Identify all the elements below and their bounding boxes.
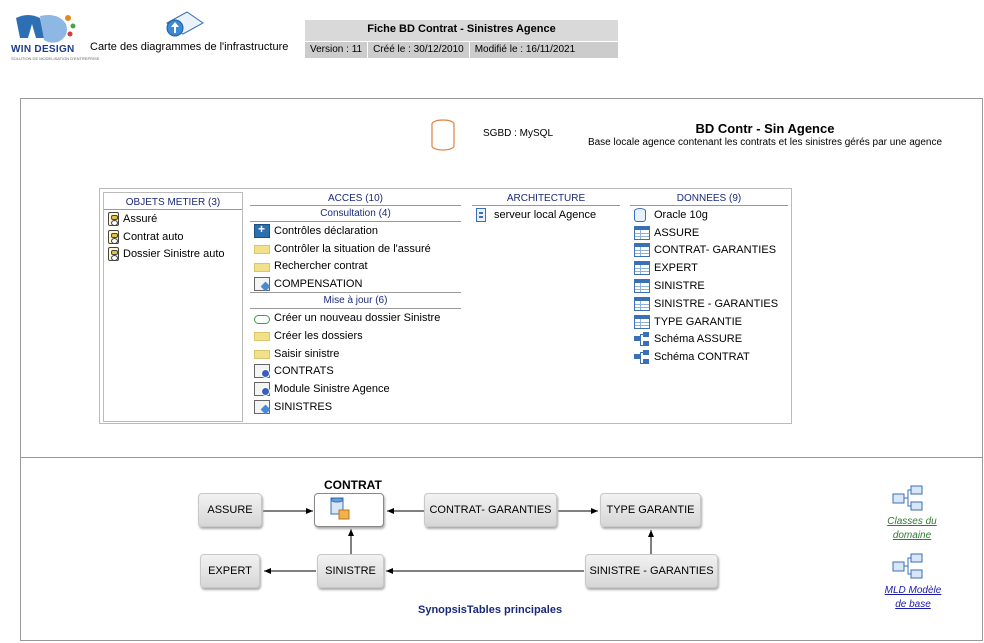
donnees-column: DONNEES (9) Oracle 10g ASSURE CONTRAT- G… [630, 189, 788, 366]
form-icon [254, 276, 270, 291]
list-item[interactable]: Contrôles déclaration [250, 222, 461, 240]
objets-metier-column: OBJETS METIER (3) Assuré Contrat auto Do… [103, 192, 243, 422]
list-item[interactable]: EXPERT [630, 259, 788, 277]
database-content-grid: OBJETS METIER (3) Assuré Contrat auto Do… [99, 188, 792, 424]
list-item[interactable]: TYPE GARANTIE [630, 313, 788, 331]
list-item[interactable]: Oracle 10g [630, 206, 788, 224]
donnees-header: DONNEES (9) [630, 189, 788, 206]
business-object-icon [108, 211, 119, 226]
fiche-header: Fiche BD Contrat - Sinistres Agence Vers… [305, 20, 618, 58]
folder-icon [254, 350, 270, 360]
list-item[interactable]: CONTRAT- GARANTIES [630, 242, 788, 260]
list-item[interactable]: Schéma CONTRAT [630, 348, 788, 366]
list-item[interactable]: SINISTRE [630, 277, 788, 295]
acces-column: ACCES (10) Consultation (4) Contrôles dé… [250, 189, 461, 416]
list-item[interactable]: Créer les dossiers [250, 327, 461, 345]
list-item[interactable]: Créer un nouveau dossier Sinistre [250, 309, 461, 327]
list-item[interactable]: Dossier Sinistre auto [104, 246, 242, 264]
expert-node[interactable]: EXPERT [200, 554, 260, 588]
logo-subtext: SOLUTION DE MODELISATION D'ENTREPRISE [11, 56, 100, 61]
architecture-header: ARCHITECTURE [472, 189, 620, 206]
consultation-header: Consultation (4) [250, 206, 461, 222]
synopsis-panel [20, 457, 983, 641]
form-icon [254, 400, 270, 415]
map-up-arrow-icon[interactable] [163, 11, 205, 39]
assure-node[interactable]: ASSURE [198, 493, 262, 527]
list-item[interactable]: SINISTRE - GARANTIES [630, 295, 788, 313]
list-item[interactable]: serveur local Agence [472, 206, 620, 224]
fiche-title: Fiche BD Contrat - Sinistres Agence [367, 23, 556, 35]
type-garantie-node[interactable]: TYPE GARANTIE [600, 493, 701, 527]
list-item[interactable]: Rechercher contrat [250, 258, 461, 276]
table-icon [634, 314, 650, 329]
database-title: BD Contr - Sin Agence [695, 121, 835, 136]
list-item[interactable]: CONTRATS [250, 363, 461, 381]
schema-icon [634, 332, 650, 347]
list-item[interactable]: COMPENSATION [250, 275, 461, 294]
data-model-icon[interactable] [892, 552, 924, 582]
windesign-logo [16, 15, 76, 43]
architecture-column: ARCHITECTURE serveur local Agence [472, 189, 620, 224]
fiche-meta: Version : 11 Créé le : 30/12/2010 Modifi… [305, 41, 618, 58]
objets-metier-header: OBJETS METIER (3) [104, 193, 242, 210]
business-object-icon [108, 229, 119, 244]
folder-icon [254, 262, 270, 272]
mld-modele-de-base-link[interactable]: MLD Modèle de base [884, 585, 942, 610]
folder-icon [254, 245, 270, 255]
list-item[interactable]: SINISTRES [250, 398, 461, 416]
list-item[interactable]: ASSURE [630, 224, 788, 242]
synopsis-connectors [263, 508, 654, 574]
table-icon [634, 296, 650, 311]
class-diagram-icon[interactable] [892, 484, 924, 514]
synopsis-caption: SynopsisTables principales [418, 604, 563, 616]
folder-icon [254, 332, 270, 342]
contrat-node[interactable] [314, 493, 384, 527]
list-item[interactable]: Saisir sinistre [250, 345, 461, 363]
table-icon [634, 225, 650, 240]
list-item[interactable]: Contrôler la situation de l'assuré [250, 240, 461, 258]
table-icon [634, 279, 650, 294]
contrat-node-title: CONTRAT [324, 478, 382, 492]
table-icon [634, 243, 650, 258]
schema-icon [634, 350, 650, 365]
table-database-icon [330, 497, 350, 520]
sinistre-garanties-node[interactable]: SINISTRE - GARANTIES [585, 554, 718, 588]
infrastructure-map-link[interactable]: Carte des diagrammes de l'infrastructure [90, 41, 289, 53]
fiche-version: Version : 11 [305, 42, 369, 58]
contrat-garanties-node[interactable]: CONTRAT- GARANTIES [424, 493, 557, 527]
sgbd-label: SGBD : MySQL [483, 128, 554, 139]
oracle-icon [634, 207, 646, 222]
database-description: Base locale agence contenant les contrat… [587, 137, 943, 148]
classes-du-domaine-link[interactable]: Classes du domaine [887, 516, 937, 541]
business-object-icon [108, 247, 119, 262]
process-icon [254, 314, 270, 324]
logo-text: WIN DESIGN [11, 44, 75, 55]
fiche-created: Créé le : 30/12/2010 [368, 42, 470, 58]
server-icon [476, 207, 486, 222]
list-item[interactable]: Schéma ASSURE [630, 331, 788, 349]
module-icon [254, 382, 270, 397]
list-item[interactable]: Contrat auto [104, 228, 242, 246]
table-icon [634, 261, 650, 276]
acces-header: ACCES (10) [250, 189, 461, 206]
sinistre-node[interactable]: SINISTRE [317, 554, 384, 588]
list-item[interactable]: Assuré [104, 210, 242, 228]
fiche-modified: Modifié le : 16/11/2021 [474, 44, 576, 55]
miseajour-header: Mise à jour (6) [250, 293, 461, 310]
control-icon [254, 222, 270, 238]
module-icon [254, 364, 270, 379]
database-icon [431, 119, 455, 151]
list-item[interactable]: Module Sinistre Agence [250, 380, 461, 398]
